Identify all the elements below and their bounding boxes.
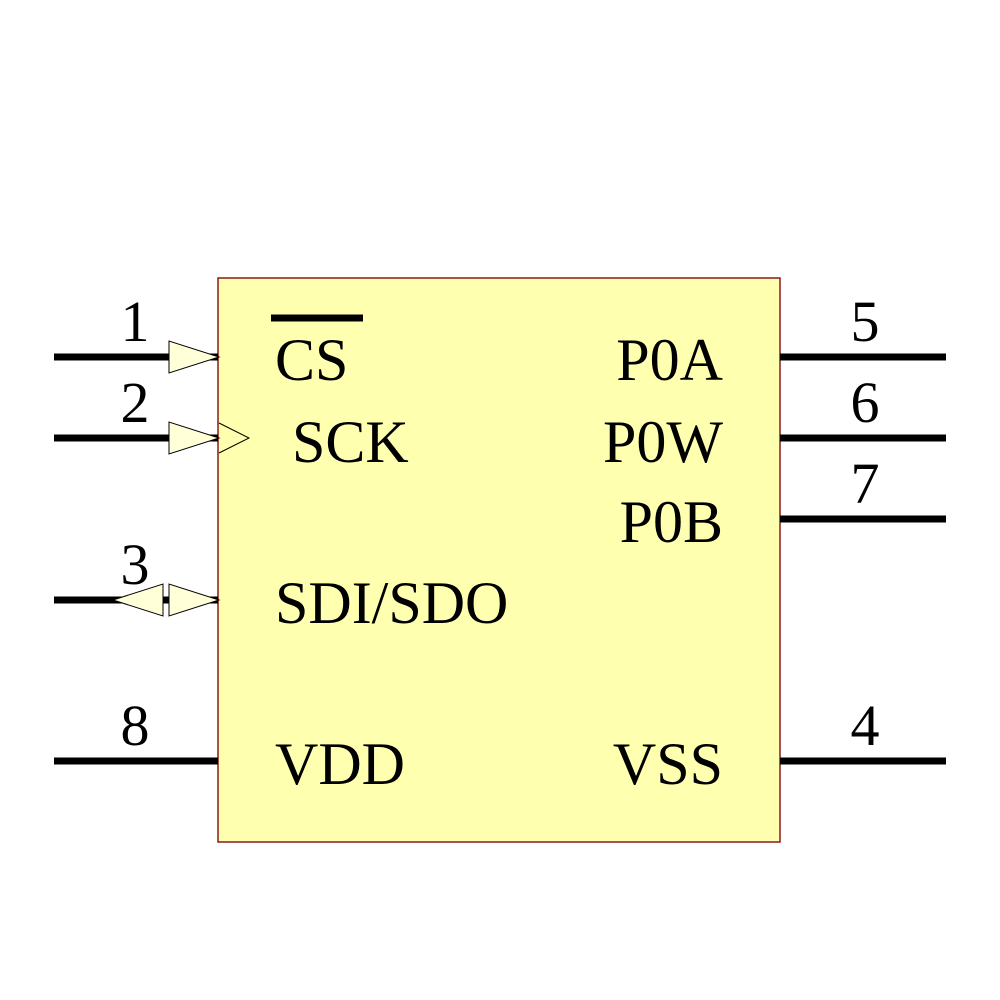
component-body [217, 277, 781, 843]
pin-2-input-arrow [168, 421, 221, 455]
pin-1-input-arrow [168, 340, 221, 374]
pin-8-name: VDD [275, 731, 405, 797]
pin-1: 1 [54, 289, 221, 374]
pin-1-name: CS [275, 327, 348, 393]
pin-8-number: 8 [121, 693, 150, 758]
pin-2-number: 2 [121, 370, 150, 435]
pin-5-number: 5 [851, 289, 880, 354]
pin-4-number: 4 [851, 693, 880, 758]
pin-6-number: 6 [851, 370, 880, 435]
pin-4: 4 [780, 693, 946, 765]
pin-2-clock-marker [218, 422, 251, 454]
pin-8: 8 [54, 693, 218, 765]
pin-3: 3 [54, 532, 221, 617]
pin-5: 5 [780, 289, 946, 361]
pin-3-name: SDI/SDO [275, 570, 508, 636]
pin-3-number: 3 [121, 532, 150, 597]
pin-3-output-arrow [111, 583, 164, 617]
pin-6-name: P0W [603, 409, 723, 475]
pin-7-name: P0B [620, 489, 723, 555]
pin-2-name: SCK [292, 409, 409, 475]
pin-7: 7 [780, 451, 946, 523]
pin-5-name: P0A [616, 327, 723, 393]
pin-6: 6 [780, 370, 946, 442]
pin-1-number: 1 [121, 289, 150, 354]
pin-2: 2 [54, 370, 251, 455]
pin-4-name: VSS [613, 731, 723, 797]
pin-3-input-arrow [168, 583, 221, 617]
pin-7-number: 7 [851, 451, 880, 516]
